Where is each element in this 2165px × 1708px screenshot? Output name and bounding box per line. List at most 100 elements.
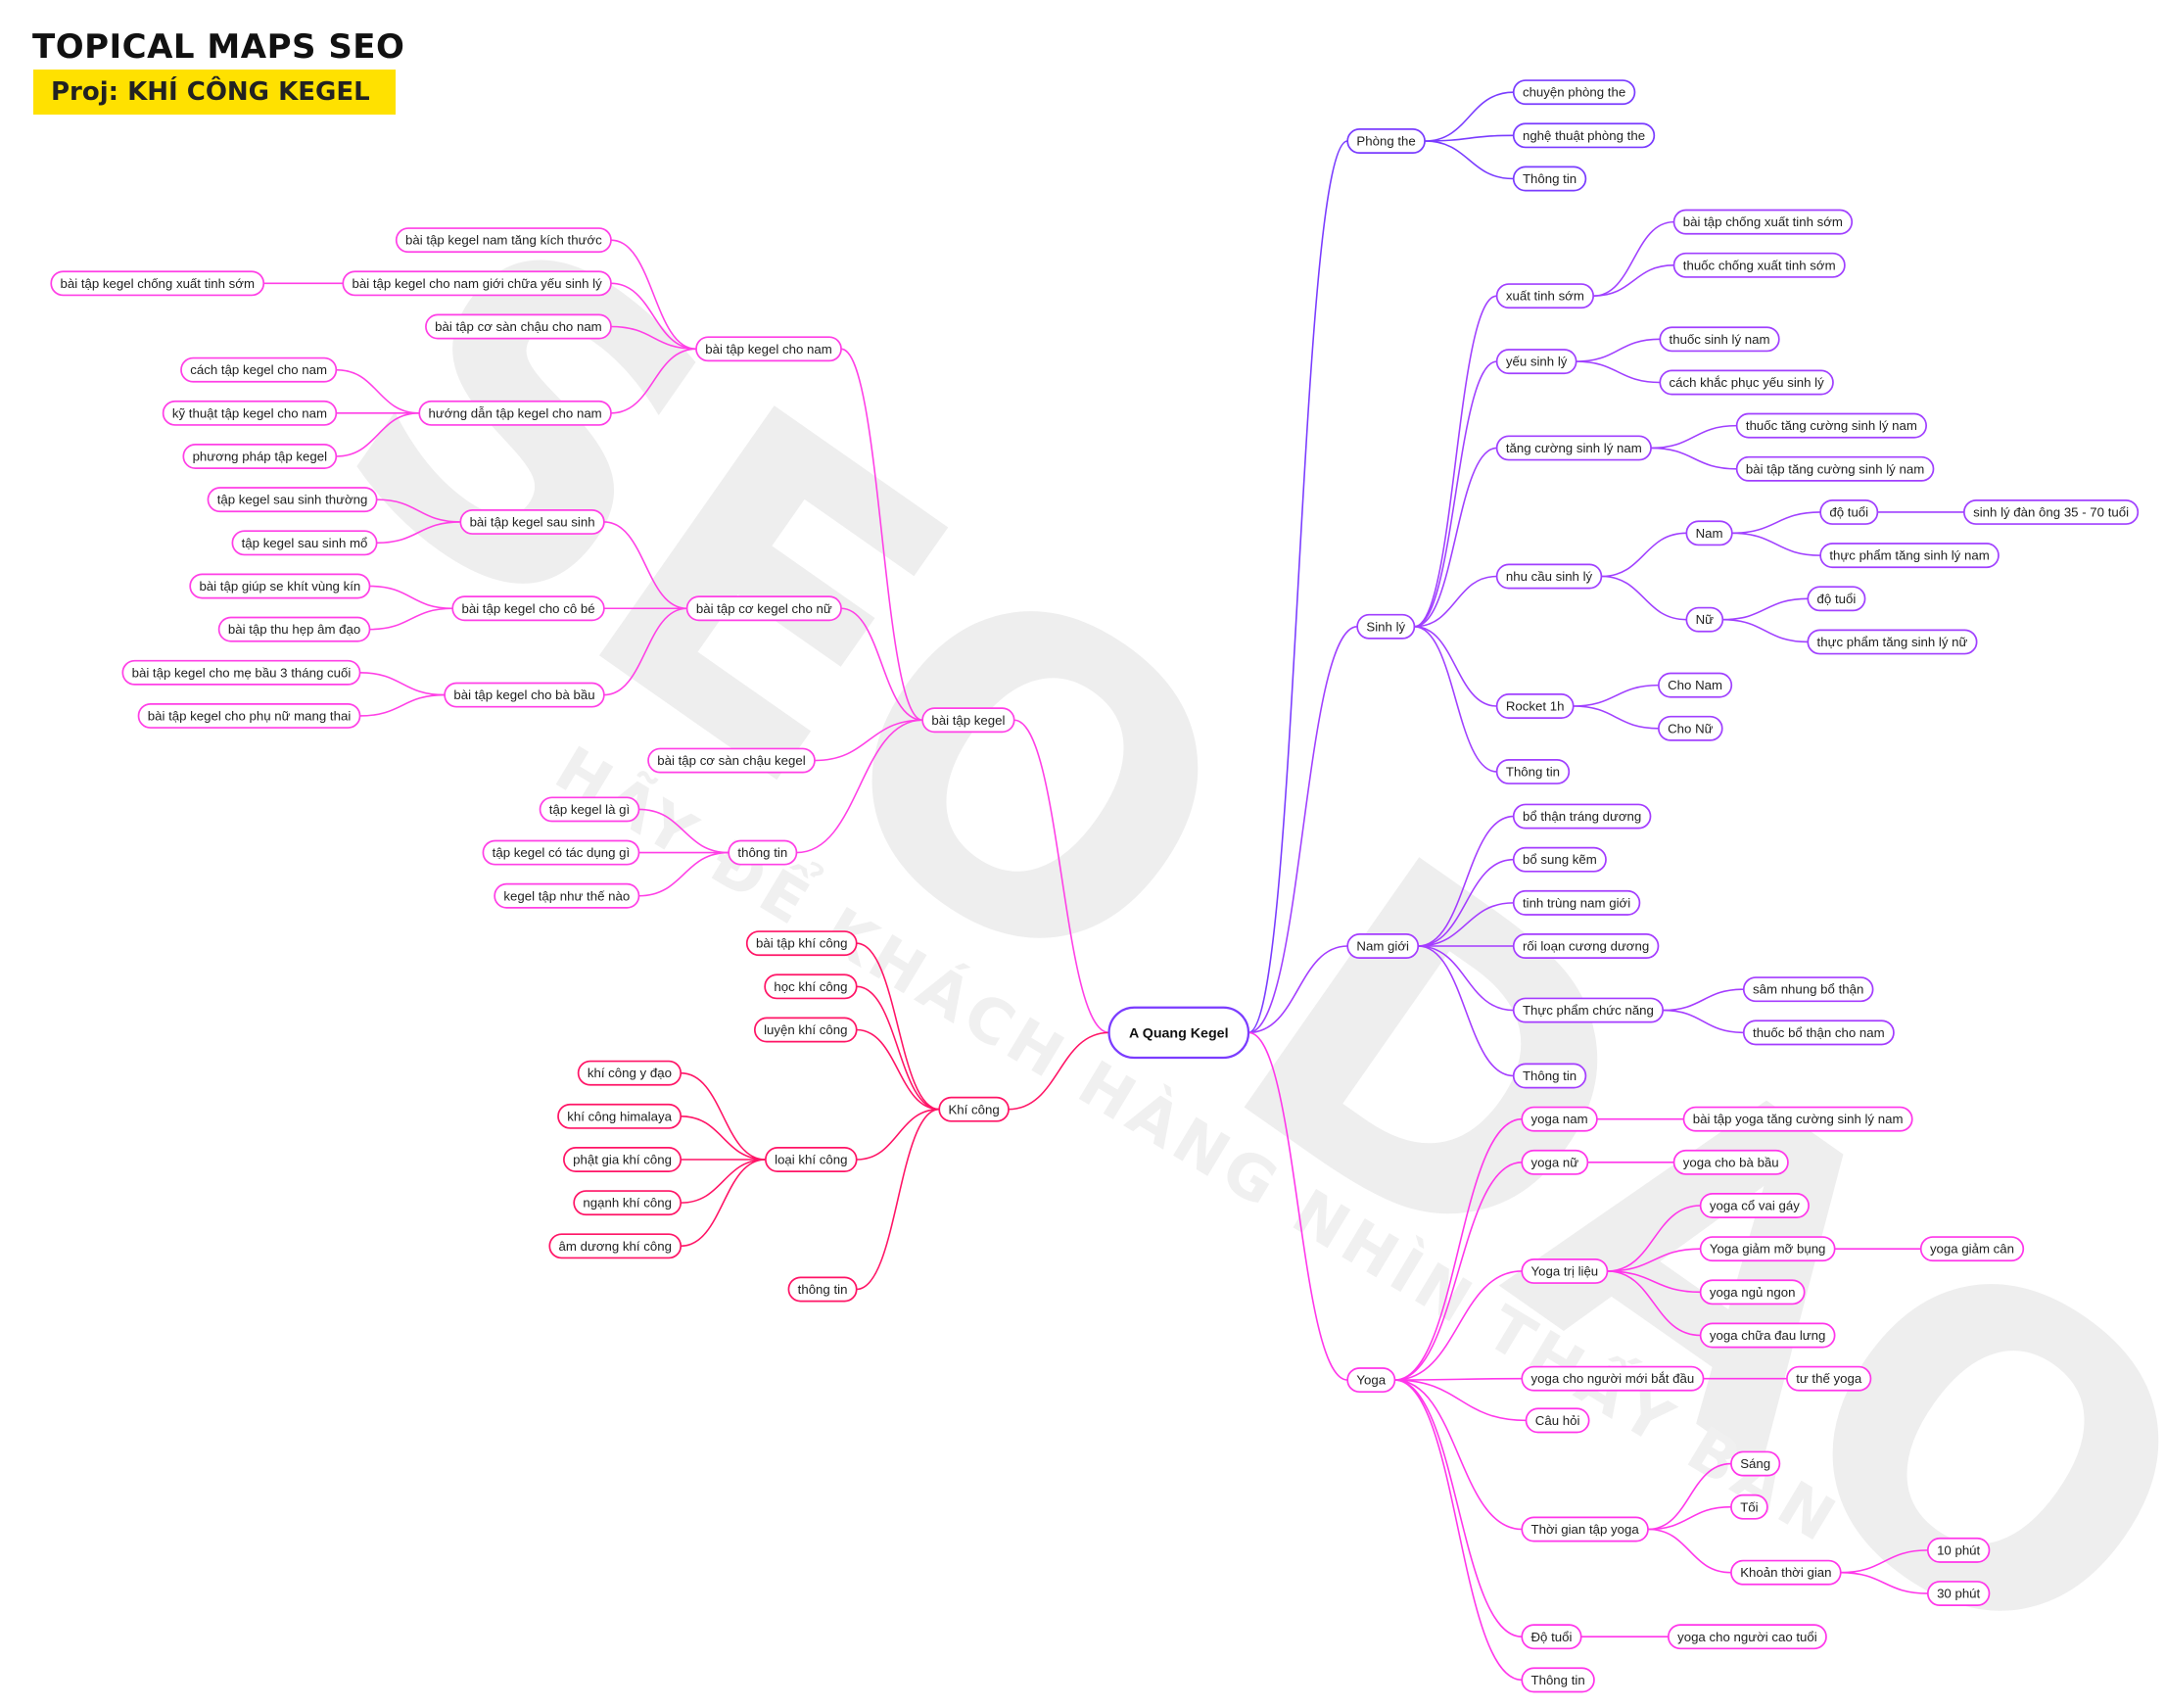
topic-node-sinh-ly-dan-ong-35-70-tuoi[interactable]: sinh lý đàn ông 35 - 70 tuổi [1963, 499, 2140, 525]
topic-node-bai-tap-kegel-cho-phu-nu-mang-thai[interactable]: bài tập kegel cho phụ nữ mang thai [137, 702, 361, 729]
topic-node-yoga-nu[interactable]: yoga nữ [1521, 1149, 1589, 1175]
topic-node-khi-cong-y-dao[interactable]: khí công y đạo [577, 1060, 682, 1086]
topic-node-loai-khi-cong[interactable]: loại khí công [765, 1147, 858, 1172]
topic-node-yeu-sinh-ly[interactable]: yếu sinh lý [1495, 349, 1577, 375]
topic-node-thong-tin[interactable]: Thông tin [1512, 1063, 1587, 1089]
topic-node-phong-the[interactable]: Phòng the [1346, 128, 1426, 154]
topic-node-bai-tap-kegel-chong-xuat-tinh-som[interactable]: bài tập kegel chống xuất tinh sớm [50, 270, 265, 297]
topic-node-do-tuoi[interactable]: Độ tuổi [1521, 1624, 1582, 1650]
topic-node-thong-tin[interactable]: Thông tin [1521, 1667, 1595, 1693]
topic-node-tap-kegel-sau-sinh-mo[interactable]: tập kegel sau sinh mổ [231, 530, 378, 556]
central-topic-node[interactable]: A Quang Kegel [1107, 1006, 1250, 1060]
topic-node-yoga-cho-ba-bau[interactable]: yoga cho bà bầu [1672, 1149, 1789, 1175]
topic-node-yoga-giam-can[interactable]: yoga giảm cân [1919, 1236, 2025, 1262]
topic-node-yoga-cho-nguoi-cao-tuoi[interactable]: yoga cho người cao tuổi [1667, 1624, 1827, 1650]
topic-node-bai-tap-kegel-cho-nam-gioi-chua-yeu-sinh-ly[interactable]: bài tập kegel cho nam giới chữa yếu sinh… [342, 270, 612, 297]
topic-node-yoga-chua-dau-lung[interactable]: yoga chữa đau lưng [1699, 1322, 1836, 1349]
connector-line [1573, 705, 1659, 730]
connector-line [856, 1108, 940, 1161]
topic-node-tinh-trung-nam-gioi[interactable]: tinh trùng nam giới [1512, 889, 1641, 916]
topic-node-10-phut[interactable]: 10 phút [1926, 1537, 1991, 1563]
node-outline [180, 356, 338, 383]
topic-node-phuong-phap-tap-kegel[interactable]: phương pháp tập kegel [182, 444, 338, 469]
topic-node-huong-dan-tap-kegel-cho-nam[interactable]: hướng dẫn tập kegel cho nam [418, 400, 612, 426]
topic-node-bai-tap-kegel-cho-co-be[interactable]: bài tập kegel cho cô bé [451, 595, 605, 622]
topic-node-yoga-giam-mo-bung[interactable]: Yoga giảm mỡ bụng [1699, 1236, 1836, 1262]
topic-node-sang[interactable]: Sáng [1730, 1450, 1781, 1477]
topic-node-xuat-tinh-som[interactable]: xuất tinh sớm [1495, 283, 1595, 309]
topic-node-thong-tin[interactable]: Thông tin [1495, 758, 1571, 784]
topic-node-bai-tap-yoga-tang-cuong-sinh-ly-nam[interactable]: bài tập yoga tăng cường sinh lý nam [1682, 1106, 1913, 1132]
topic-node-nu[interactable]: Nữ [1685, 606, 1724, 633]
topic-node-tang-cuong-sinh-ly-nam[interactable]: tăng cường sinh lý nam [1495, 435, 1652, 461]
topic-node-khi-cong[interactable]: Khí công [938, 1096, 1010, 1122]
topic-node-khoan-thoi-gian[interactable]: Khoản thời gian [1730, 1559, 1842, 1586]
topic-node-tap-kegel-sau-sinh-thuong[interactable]: tập kegel sau sinh thường [207, 487, 378, 513]
topic-node-bai-tap-kegel-sau-sinh[interactable]: bài tập kegel sau sinh [459, 508, 605, 535]
topic-node-roi-loan-cuong-duong[interactable]: rối loạn cương dương [1512, 933, 1660, 959]
topic-node-bo-than-trang-duong[interactable]: bổ thận tráng dương [1512, 803, 1652, 830]
topic-node-bai-tap-co-san-chau-cho-nam[interactable]: bài tập cơ sàn chậu cho nam [425, 313, 612, 340]
topic-node-chuyen-phong-the[interactable]: chuyện phòng the [1512, 79, 1636, 106]
topic-node-thong-tin[interactable]: thông tin [787, 1276, 858, 1303]
topic-node-yoga-ngu-ngon[interactable]: yoga ngủ ngon [1699, 1279, 1806, 1305]
topic-node-cho-nam[interactable]: Cho Nam [1658, 672, 1733, 698]
topic-node-thuoc-tang-cuong-sinh-ly-nam[interactable]: thuốc tăng cường sinh lý nam [1735, 412, 1928, 439]
topic-node-yoga-nam[interactable]: yoga nam [1521, 1106, 1598, 1132]
topic-node-tu-the-yoga[interactable]: tư thế yoga [1786, 1365, 1872, 1392]
topic-node-yoga[interactable]: Yoga [1346, 1367, 1396, 1394]
topic-node-phat-gia-khi-cong[interactable]: phật gia khí công [563, 1147, 682, 1172]
topic-node-do-tuoi[interactable]: độ tuổi [1819, 499, 1879, 525]
topic-node-sam-nhung-bo-than[interactable]: sâm nhung bổ thận [1742, 976, 1874, 1003]
topic-node-bai-tap-kegel-nam-tang-kich-thuoc[interactable]: bài tập kegel nam tăng kích thước [395, 227, 612, 254]
node-outline [764, 973, 858, 1000]
topic-node-nganh-khi-cong[interactable]: ngạnh khí công [573, 1190, 682, 1216]
connector-line [1414, 447, 1497, 628]
topic-node-bai-tap-co-san-chau-kegel[interactable]: bài tập cơ sàn chậu kegel [647, 747, 816, 774]
topic-node-am-duong-khi-cong[interactable]: âm dương khí công [548, 1233, 682, 1259]
topic-node-kegel-tap-nhu-the-nao[interactable]: kegel tập như thế nào [494, 882, 640, 909]
topic-node-cho-nu[interactable]: Cho Nữ [1658, 715, 1723, 741]
topic-node-rocket-1h[interactable]: Rocket 1h [1495, 693, 1575, 719]
topic-node-bai-tap-chong-xuat-tinh-som[interactable]: bài tập chống xuất tinh sớm [1672, 209, 1854, 235]
topic-node-luyen-khi-cong[interactable]: luyện khí công [753, 1017, 858, 1043]
topic-node-nam-gioi[interactable]: Nam giới [1346, 933, 1420, 959]
topic-node-bai-tap-kegel-cho-ba-bau[interactable]: bài tập kegel cho bà bầu [444, 682, 605, 708]
topic-node-30-phut[interactable]: 30 phút [1926, 1581, 1991, 1607]
topic-node-sinh-ly[interactable]: Sinh lý [1356, 613, 1416, 640]
topic-node-bai-tap-thu-hep-am-dao[interactable]: bài tập thu hẹp âm đạo [217, 616, 371, 642]
topic-node-do-tuoi[interactable]: độ tuổi [1807, 586, 1866, 612]
topic-node-thuoc-chong-xuat-tinh-som[interactable]: thuốc chống xuất tinh sớm [1672, 252, 1846, 278]
topic-node-nghe-thuat-phong-the[interactable]: nghệ thuật phòng the [1512, 122, 1656, 149]
topic-node-thong-tin[interactable]: Thông tin [1512, 166, 1587, 192]
topic-node-tap-kegel-la-gi[interactable]: tập kegel là gì [539, 796, 640, 823]
topic-node-bai-tap-co-kegel-cho-nu[interactable]: bài tập cơ kegel cho nữ [685, 595, 842, 622]
topic-node-yoga-cho-nguoi-moi-bat-dau[interactable]: yoga cho người mới bắt đầu [1521, 1365, 1705, 1392]
topic-node-thuc-pham-chuc-nang[interactable]: Thực phẩm chức năng [1512, 997, 1665, 1023]
topic-node-bai-tap-khi-cong[interactable]: bài tập khí công [745, 930, 858, 957]
topic-node-nhu-cau-sinh-ly[interactable]: nhu cầu sinh lý [1495, 563, 1603, 590]
topic-node-nam[interactable]: Nam [1685, 520, 1733, 546]
topic-node-yoga-co-vai-gay[interactable]: yoga cổ vai gáy [1699, 1193, 1810, 1218]
topic-node-cach-khac-phuc-yeu-sinh-ly[interactable]: cách khắc phục yếu sinh lý [1659, 369, 1834, 396]
topic-node-thuc-pham-tang-sinh-ly-nam[interactable]: thực phẩm tăng sinh lý nam [1819, 543, 2000, 569]
topic-node-hoc-khi-cong[interactable]: học khí công [764, 973, 858, 1000]
topic-node-bai-tap-kegel-cho-me-bau-3-thang-cuoi[interactable]: bài tập kegel cho mẹ bầu 3 tháng cuối [121, 659, 361, 686]
topic-node-yoga-tri-lieu[interactable]: Yoga trị liệu [1521, 1257, 1609, 1284]
topic-node-bai-tap-kegel-cho-nam[interactable]: bài tập kegel cho nam [695, 336, 842, 362]
topic-node-thuc-pham-tang-sinh-ly-nu[interactable]: thực phẩm tăng sinh lý nữ [1807, 629, 1978, 655]
topic-node-toi[interactable]: Tối [1730, 1494, 1768, 1520]
topic-node-bai-tap-giup-se-khit-vung-kin[interactable]: bài tập giúp se khít vùng kín [189, 573, 371, 599]
topic-node-cach-tap-kegel-cho-nam[interactable]: cách tập kegel cho nam [180, 356, 338, 383]
topic-node-thuoc-sinh-ly-nam[interactable]: thuốc sinh lý nam [1659, 326, 1780, 353]
topic-node-thong-tin[interactable]: thông tin [728, 839, 798, 866]
topic-node-tap-kegel-co-tac-dung-gi[interactable]: tập kegel có tác dụng gì [482, 839, 640, 866]
topic-node-bai-tap-tang-cuong-sinh-ly-nam[interactable]: bài tập tăng cường sinh lý nam [1735, 455, 1935, 482]
topic-node-bo-sung-kem[interactable]: bổ sung kẽm [1512, 846, 1607, 873]
topic-node-khi-cong-himalaya[interactable]: khí công himalaya [557, 1103, 682, 1129]
topic-node-bai-tap-kegel[interactable]: bài tập kegel [921, 707, 1015, 734]
topic-node-ky-thuat-tap-kegel-cho-nam[interactable]: kỹ thuật tập kegel cho nam [162, 400, 338, 426]
topic-node-thuoc-bo-than-cho-nam[interactable]: thuốc bổ thận cho nam [1742, 1020, 1895, 1046]
topic-node-cau-hoi[interactable]: Câu hỏi [1525, 1407, 1590, 1434]
topic-node-thoi-gian-tap-yoga[interactable]: Thời gian tập yoga [1521, 1516, 1649, 1542]
